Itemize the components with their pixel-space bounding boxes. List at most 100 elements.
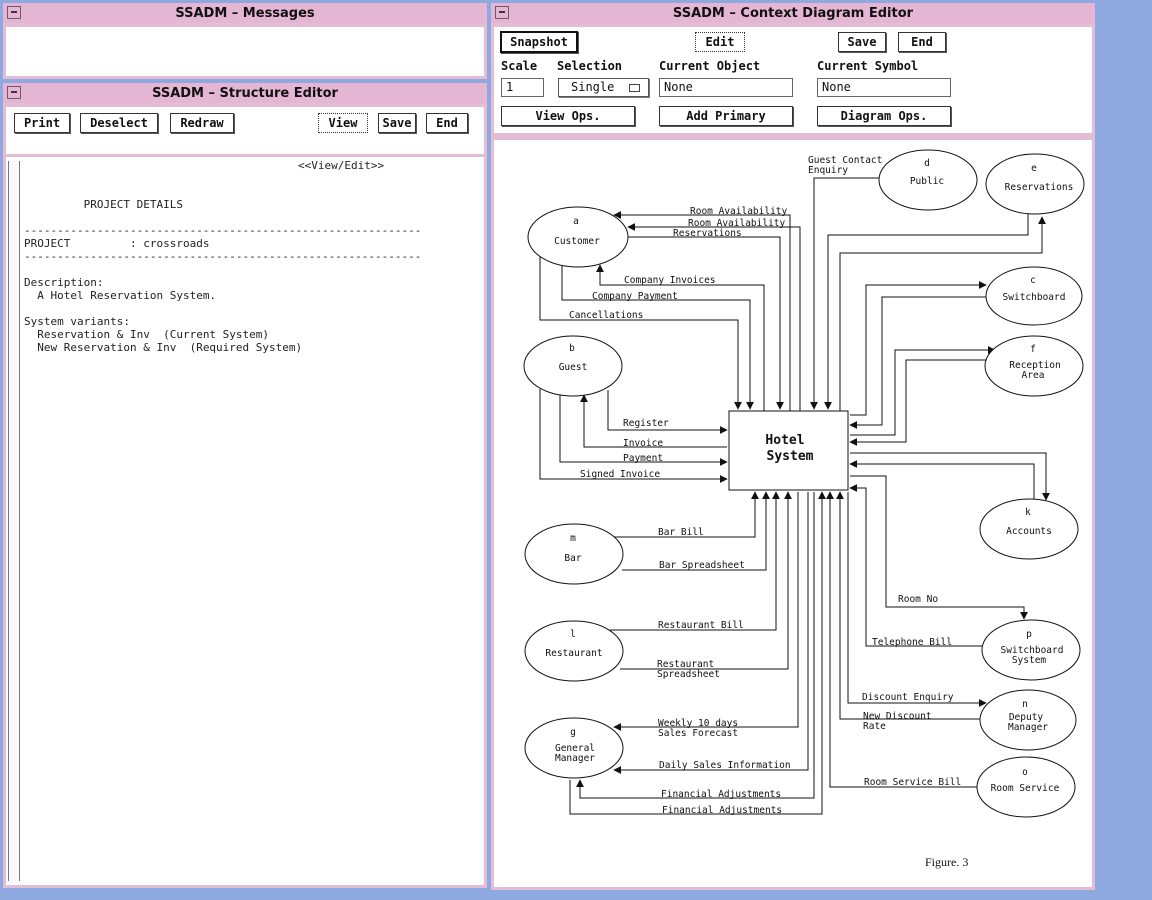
window-menu-icon[interactable] [495, 6, 509, 19]
entity-id: c [1030, 275, 1036, 286]
entity-id: e [1031, 163, 1037, 174]
selection-value: Single [571, 80, 615, 94]
structure-toolbar: Print Deselect Redraw View Save End [6, 107, 484, 154]
flow-label: Cancellations [569, 310, 643, 321]
entity-label: System [1012, 655, 1047, 666]
entity-general-manager[interactable] [524, 717, 624, 779]
selection-dropdown[interactable]: Single [558, 78, 649, 97]
window-menu-icon[interactable] [7, 86, 21, 99]
entity-label: Switchboard [1001, 645, 1064, 656]
flow-label: Bar Bill [658, 527, 704, 538]
flow-label: Rate [863, 721, 886, 732]
entity-label: Area [1022, 370, 1045, 381]
entity-label: Restaurant [545, 648, 602, 659]
entity-label: Reservations [1005, 182, 1074, 193]
save-button[interactable]: Save [838, 32, 886, 52]
vertical-scrollbar[interactable] [8, 161, 20, 881]
entity-label: Bar [564, 553, 581, 564]
variant-item: New Reservation & Inv (Required System) [37, 341, 303, 354]
entity-restaurant[interactable] [524, 620, 624, 682]
flow-label: Reservations [673, 228, 742, 239]
entity-label: Reception [1009, 360, 1060, 371]
figure-caption: Figure. 3 [925, 855, 968, 869]
entity-label: Public [910, 176, 944, 187]
entity-id: m [570, 533, 576, 544]
flow-label: Telephone Bill [872, 637, 952, 648]
messages-title: SSADM – Messages [175, 6, 315, 21]
flow-label: Room Availability [688, 218, 786, 229]
hotel-system-label: System [767, 449, 814, 464]
structure-editor-window: SSADM – Structure Editor Print Deselect … [3, 83, 487, 888]
structure-titlebar[interactable]: SSADM – Structure Editor [3, 83, 487, 103]
entity-bar[interactable] [524, 523, 624, 585]
end-button[interactable]: End [426, 113, 468, 133]
flow-label: Company Invoices [624, 275, 716, 286]
entity-id: f [1030, 344, 1036, 355]
flow-label: Restaurant Bill [658, 620, 744, 631]
context-title: SSADM – Context Diagram Editor [672, 6, 914, 21]
context-editor-window: SSADM – Context Diagram Editor Snapshot … [491, 3, 1095, 890]
diagram-ops-button[interactable]: Diagram Ops. [817, 106, 951, 126]
entity-id: p [1026, 629, 1032, 640]
variants-label: System variants: [24, 315, 130, 328]
doc-rule: ----------------------------------------… [24, 250, 422, 263]
window-menu-icon[interactable] [7, 6, 21, 19]
messages-titlebar[interactable]: SSADM – Messages [3, 3, 487, 23]
project-details-document: PROJECT DETAILS ------------------------… [24, 185, 480, 354]
entity-deputy-manager[interactable] [979, 689, 1077, 751]
diagram-canvas[interactable]: Hotel System [494, 140, 1092, 887]
flow-label: Daily Sales Information [659, 760, 791, 771]
add-primary-button[interactable]: Add Primary [659, 106, 793, 126]
entity-switchboard-system[interactable] [981, 619, 1081, 681]
snapshot-button[interactable]: Snapshot [500, 31, 578, 53]
view-button[interactable]: View [318, 113, 368, 133]
flow-label: Room No [898, 594, 938, 605]
current-object-label: Current Object [659, 59, 761, 73]
entity-label: Manager [1008, 722, 1048, 733]
entity-label: Room Service [991, 783, 1060, 794]
flow-label: Payment [623, 453, 663, 464]
flow-label: Financial Adjustments [661, 789, 781, 800]
edit-button[interactable]: Edit [695, 32, 745, 52]
entity-label: Customer [554, 236, 600, 247]
entity-label: Deputy [1009, 712, 1044, 723]
entity-id: a [573, 216, 579, 227]
entity-reception-area[interactable] [984, 335, 1084, 397]
entity-id: n [1022, 699, 1028, 710]
redraw-button[interactable]: Redraw [170, 113, 234, 133]
scale-label: Scale [501, 59, 538, 73]
context-diagram: Hotel System [523, 149, 1085, 869]
scale-input[interactable]: 1 [501, 78, 544, 97]
entity-switchboard[interactable] [985, 266, 1083, 326]
entity-id: b [569, 343, 575, 354]
entity-id: o [1022, 767, 1028, 778]
end-button[interactable]: End [898, 32, 946, 52]
project-value: : crossroads [129, 237, 210, 250]
selection-label: Selection [557, 59, 623, 73]
project-label: PROJECT [24, 237, 71, 250]
flow-label: Room Service Bill [864, 777, 961, 788]
save-button[interactable]: Save [378, 113, 416, 133]
print-button[interactable]: Print [14, 113, 70, 133]
doc-rule: ----------------------------------------… [24, 224, 422, 237]
entity-public[interactable] [878, 149, 978, 211]
structure-document-pane[interactable]: <<View/Edit>> PROJECT DETAILS ----------… [6, 157, 484, 885]
entity-reservations[interactable] [985, 153, 1085, 215]
view-ops-button[interactable]: View Ops. [501, 106, 635, 126]
variant-item: Reservation & Inv (Current System) [37, 328, 270, 341]
flow-label: Bar Spreadsheet [659, 560, 745, 571]
entity-customer[interactable] [527, 206, 629, 268]
hotel-system-box[interactable] [728, 410, 849, 491]
entity-accounts[interactable] [979, 498, 1079, 560]
flow-label: Weekly 10 days [658, 718, 738, 729]
hotel-system-label: Hotel [765, 433, 804, 448]
mode-indicator: <<View/Edit>> [298, 159, 385, 172]
description-label: Description: [24, 276, 104, 289]
entity-room-service[interactable] [976, 756, 1076, 818]
entity-guest[interactable] [523, 335, 623, 397]
context-titlebar[interactable]: SSADM – Context Diagram Editor [491, 3, 1095, 23]
flow-label: Sales Forecast [658, 728, 738, 739]
flow-label: Discount Enquiry [862, 692, 954, 703]
entity-id: d [924, 158, 930, 169]
deselect-button[interactable]: Deselect [80, 113, 158, 133]
